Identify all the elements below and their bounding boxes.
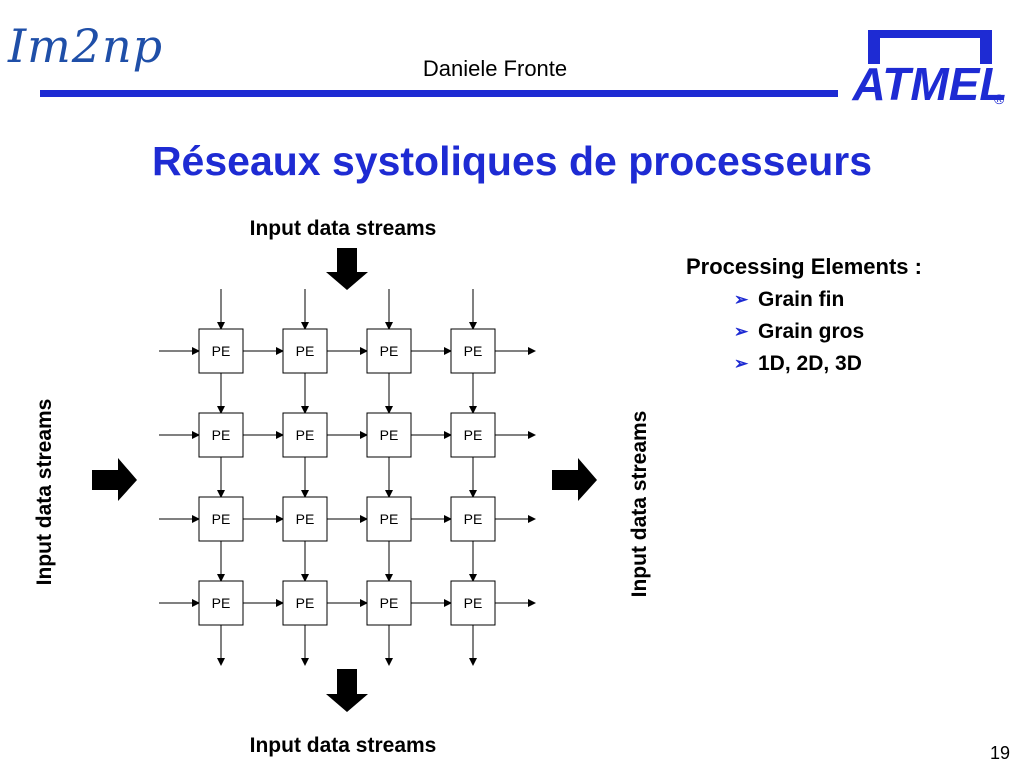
- atmel-logo: ATMEL ®: [851, 30, 1008, 110]
- bottom-output-arrow: [326, 669, 368, 712]
- pe-box: [450, 328, 496, 374]
- bullets-heading: Processing Elements :: [686, 254, 922, 279]
- pe-box: [198, 496, 244, 542]
- pe-label: PE: [464, 343, 483, 359]
- arrow-bullet-icon: ➢: [734, 290, 749, 309]
- pe-label: PE: [296, 343, 315, 359]
- pe-label: PE: [296, 427, 315, 443]
- arrow-bullet-icon: ➢: [734, 322, 749, 341]
- label-right-output: Input data streams: [628, 411, 651, 598]
- processing-elements-list: Processing Elements : ➢ Grain fin ➢ Grai…: [686, 254, 1016, 376]
- pe-box: [198, 412, 244, 458]
- pe-label: PE: [296, 511, 315, 527]
- pe-box: [366, 412, 412, 458]
- bullet-item: ➢ Grain gros: [734, 320, 1016, 344]
- pe-label: PE: [464, 427, 483, 443]
- label-bottom-output: Input data streams: [250, 734, 437, 757]
- left-input-arrow: [92, 458, 137, 501]
- pe-label: PE: [380, 595, 399, 611]
- pe-label: PE: [464, 595, 483, 611]
- pe-label: PE: [464, 511, 483, 527]
- pe-box: [282, 496, 328, 542]
- bullet-text: Grain fin: [758, 288, 845, 311]
- pe-label: PE: [296, 595, 315, 611]
- pe-box: [198, 580, 244, 626]
- page-number: 19: [989, 743, 1010, 763]
- right-output-arrow: [552, 458, 597, 501]
- pe-box: [450, 580, 496, 626]
- arrow-bullet-icon: ➢: [734, 354, 749, 373]
- bullet-item: ➢ Grain fin: [734, 288, 1016, 312]
- pe-box: [282, 328, 328, 374]
- pe-box: [282, 580, 328, 626]
- label-top-input: Input data streams: [250, 217, 437, 240]
- presenter-name: Daniele Fronte: [422, 56, 568, 81]
- pe-label: PE: [212, 427, 231, 443]
- pe-label: PE: [212, 511, 231, 527]
- pe-box: [450, 412, 496, 458]
- pe-box: [198, 328, 244, 374]
- pe-grid: PE PE PE PE PE PE PE PE PE PE PE PE PE PE PE PE: [159, 289, 536, 666]
- pe-box: [366, 580, 412, 626]
- pe-label: PE: [212, 595, 231, 611]
- label-left-input: Input data streams: [33, 399, 56, 586]
- pe-label: PE: [380, 427, 399, 443]
- pe-label: PE: [212, 343, 231, 359]
- pe-box: [450, 496, 496, 542]
- header-divider: [40, 90, 838, 97]
- top-input-arrow: [326, 248, 368, 290]
- atmel-logo-text: ATMEL: [851, 58, 1007, 110]
- registered-mark: ®: [994, 91, 1005, 107]
- bullet-text: 1D, 2D, 3D: [758, 352, 862, 375]
- im2np-logo: Im2np: [8, 19, 164, 73]
- pe-box: [366, 496, 412, 542]
- pe-label: PE: [380, 511, 399, 527]
- pe-label: PE: [380, 343, 399, 359]
- bullet-text: Grain gros: [758, 320, 865, 343]
- pe-box: [366, 328, 412, 374]
- bullet-item: ➢ 1D, 2D, 3D: [734, 352, 1016, 376]
- pe-box: [282, 412, 328, 458]
- slide-title: Réseaux systoliques de processeurs: [151, 138, 873, 184]
